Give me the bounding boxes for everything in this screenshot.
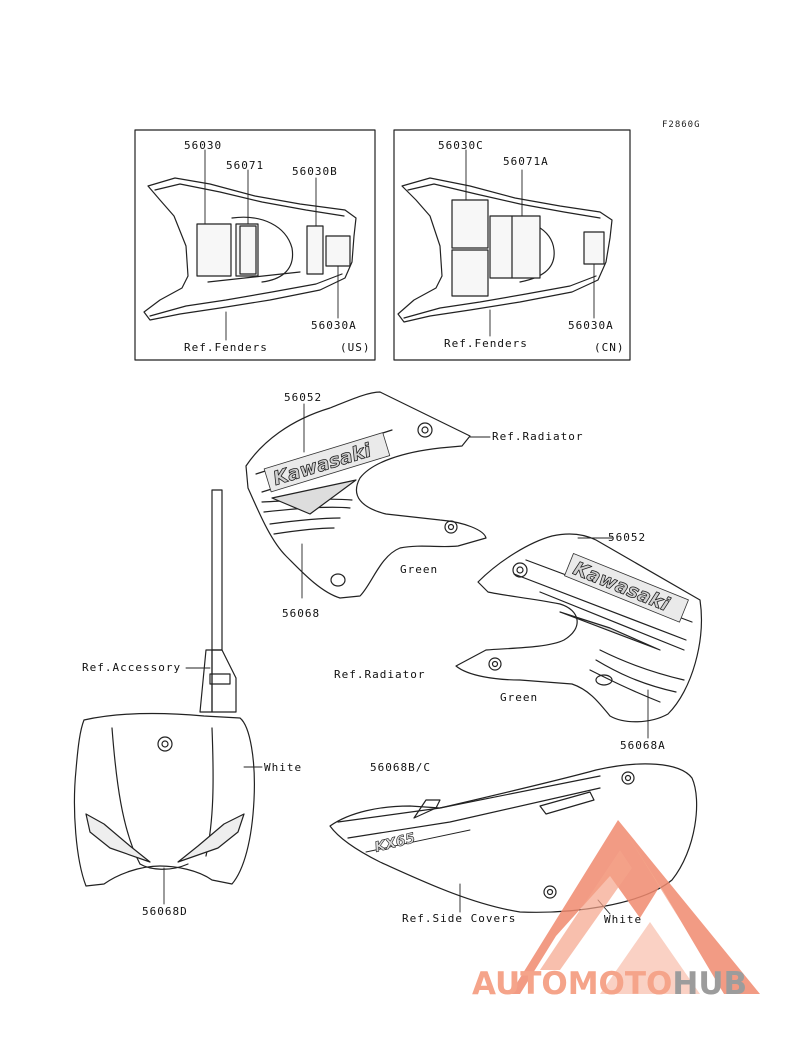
svg-text:KX65: KX65 (373, 830, 417, 856)
part-56068a: 56068A (620, 739, 666, 752)
part-56071: 56071 (226, 159, 265, 172)
inset-cn-frame (393, 129, 631, 361)
part-56052-left: 56052 (284, 391, 323, 404)
part-56030b: 56030B (292, 165, 338, 178)
part-56030a-us: 56030A (311, 319, 357, 332)
inset-us-frame (134, 129, 376, 361)
decal-set-cn (451, 199, 605, 297)
color-green-right: Green (500, 691, 539, 704)
front-number-plate (73, 489, 255, 887)
ref-radiator-left: Ref.Radiator (492, 430, 584, 443)
part-56071a: 56071A (503, 155, 549, 168)
ref-accessory: Ref.Accessory (82, 661, 182, 674)
svg-text:Kawasaki: Kawasaki (570, 558, 673, 616)
figure-code: F2860G (662, 120, 701, 130)
region-cn: (CN) (594, 341, 625, 354)
part-56068bc: 56068B/C (370, 761, 431, 774)
kawasaki-logo-right: Kawasaki (564, 553, 689, 623)
kawasaki-logo-left: Kawasaki (263, 432, 391, 493)
color-green-left: Green (400, 563, 439, 576)
part-56030c: 56030C (438, 139, 484, 152)
part-56068d: 56068D (142, 905, 188, 918)
side-cover (329, 763, 698, 913)
part-56030a-cn: 56030A (568, 319, 614, 332)
watermark-part1: AUTOMOTO (472, 966, 673, 1002)
watermark-logo-icon (510, 820, 760, 994)
region-us: (US) (340, 341, 371, 354)
part-56068: 56068 (282, 607, 321, 620)
rear-fender-cn (397, 177, 613, 323)
watermark-text: AUTOMOTOHUB (472, 966, 747, 1002)
radiator-shroud-left (245, 391, 487, 599)
color-white-cover: White (604, 913, 643, 926)
ref-radiator-right: Ref.Radiator (334, 668, 426, 681)
ref-fenders-us: Ref.Fenders (184, 341, 268, 354)
svg-text:Kawasaki: Kawasaki (270, 439, 374, 490)
ref-fenders-cn: Ref.Fenders (444, 337, 528, 350)
color-white-plate: White (264, 761, 303, 774)
part-56052-right: 56052 (608, 531, 647, 544)
watermark-part2: HUB (672, 966, 748, 1002)
ref-side-covers: Ref.Side Covers (402, 912, 517, 925)
decal-set-us (196, 223, 351, 277)
rear-fender-us (143, 177, 357, 321)
kx-logo: KX65 (373, 830, 418, 856)
part-56030: 56030 (184, 139, 223, 152)
